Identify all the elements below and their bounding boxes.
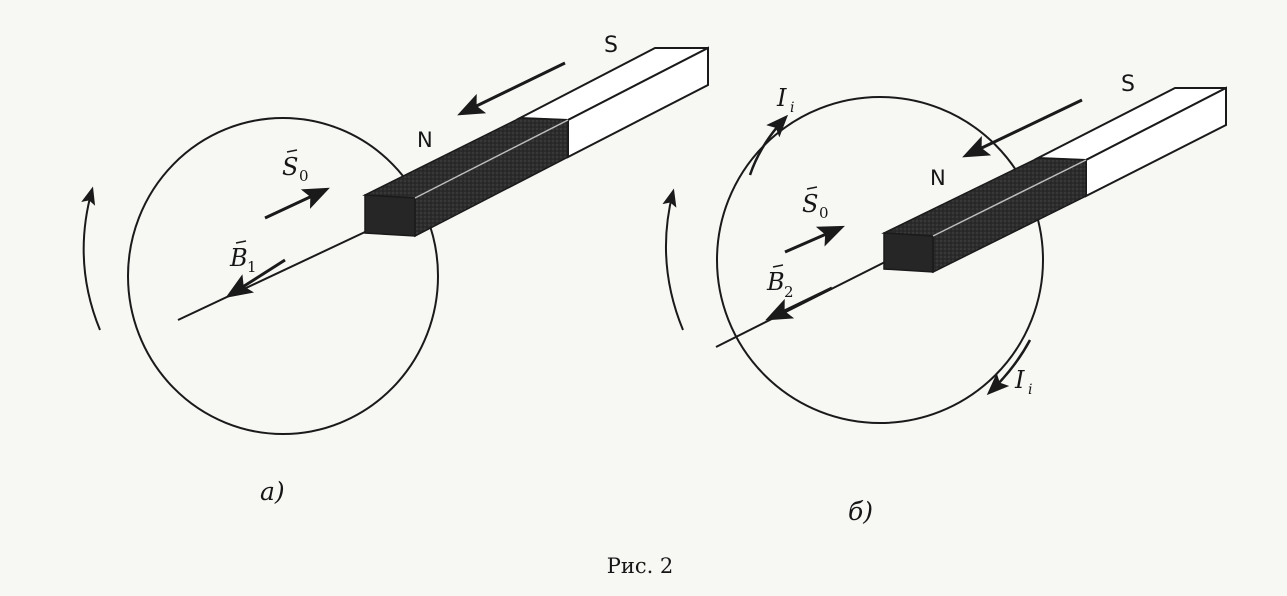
- current-arrow-top: [748, 114, 789, 176]
- spin-subscript: 0: [299, 167, 309, 185]
- field-label: B 1: [229, 240, 257, 276]
- spin-vector-bar: [286, 149, 298, 153]
- spin-label: S 0: [282, 149, 309, 185]
- current-arrow-bottom: [986, 339, 1032, 396]
- current-symbol: I: [776, 84, 787, 112]
- rotation-arrow: [662, 188, 684, 331]
- current-label-bottom: I i: [1014, 366, 1032, 398]
- panel-a-label: а): [260, 477, 285, 506]
- current-label-top: I i: [776, 84, 794, 116]
- field-vector-symbol: B: [766, 268, 785, 296]
- panel-b-label: б): [848, 497, 873, 526]
- current-symbol: I: [1014, 366, 1025, 394]
- field-vector-bar: [235, 240, 247, 244]
- field-subscript: 2: [784, 283, 794, 301]
- current-subscript: i: [790, 100, 794, 116]
- field-arrow: [225, 258, 286, 298]
- spin-label: S 0: [802, 186, 829, 222]
- pole-s-label: S: [1121, 72, 1135, 97]
- spin-arrow: [264, 187, 330, 220]
- spin-vector-bar: [806, 186, 818, 190]
- rotation-arrow: [81, 186, 101, 331]
- magnet-edge-highlight: [932, 159, 1087, 237]
- magnet-edge-highlight: [414, 119, 569, 199]
- figure-caption: Рис. 2: [607, 554, 674, 578]
- magnet-n-face: [883, 232, 934, 273]
- current-subscript: i: [1028, 382, 1032, 398]
- pole-n-label: N: [417, 128, 433, 152]
- spin-subscript: 0: [819, 204, 829, 222]
- field-subscript: 1: [247, 258, 257, 276]
- field-vector-symbol: B: [229, 244, 248, 272]
- spin-arrow: [784, 225, 845, 254]
- spin-vector-symbol: S: [282, 153, 298, 181]
- motion-arrow: [962, 98, 1083, 158]
- panel-b: S N I i I i S 0 B 2 б): [662, 72, 1227, 526]
- field-line: [177, 231, 366, 321]
- bar-magnet: [881, 86, 1227, 274]
- spin-vector-symbol: S: [802, 190, 818, 218]
- bar-magnet: [362, 46, 709, 238]
- field-vector-bar: [772, 264, 784, 268]
- wire-loop: [127, 117, 439, 435]
- pole-n-label: N: [930, 166, 946, 190]
- field-label: B 2: [766, 264, 794, 301]
- wire-loop: [716, 96, 1044, 424]
- motion-arrow: [457, 61, 566, 116]
- field-arrow: [765, 286, 833, 321]
- magnet-n-face: [364, 194, 416, 237]
- panel-a: S N S 0 B 1 а): [81, 33, 709, 506]
- pole-s-label: S: [604, 33, 618, 58]
